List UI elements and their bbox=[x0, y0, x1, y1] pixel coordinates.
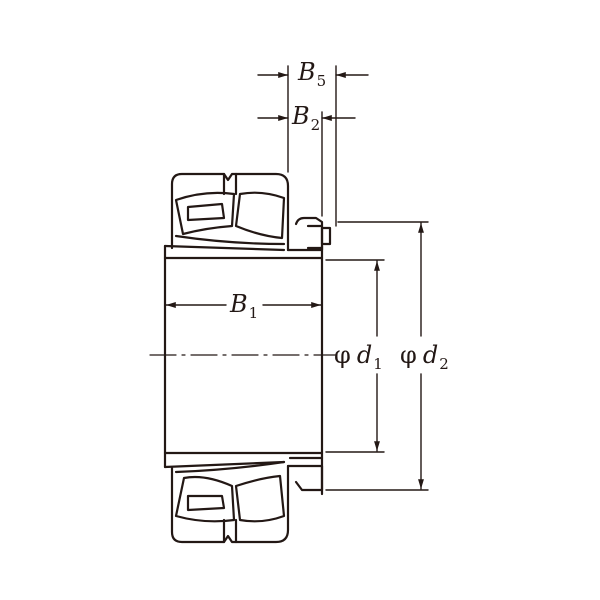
label-b1-symbol: B bbox=[230, 290, 248, 318]
label-b2-sub: 2 bbox=[310, 116, 321, 134]
label-b1: B1 bbox=[230, 292, 258, 321]
lower-bearing bbox=[170, 456, 324, 544]
label-d2-sub: 2 bbox=[439, 355, 449, 373]
dimension-lines bbox=[165, 65, 429, 491]
upper-bearing bbox=[170, 172, 332, 252]
phi-symbol: φ bbox=[334, 341, 351, 369]
label-b2: B2 bbox=[292, 104, 320, 133]
label-d1-sub: 1 bbox=[373, 355, 383, 373]
label-b1-sub: 1 bbox=[248, 304, 259, 322]
label-b5-sub: 5 bbox=[316, 72, 327, 90]
label-b5-symbol: B bbox=[298, 58, 316, 86]
label-d1-symbol: d bbox=[356, 341, 373, 369]
phi-symbol: φ bbox=[400, 341, 417, 369]
label-d2-symbol: d bbox=[422, 341, 439, 369]
label-b5: B5 bbox=[298, 60, 326, 89]
label-b2-symbol: B bbox=[292, 102, 310, 130]
adapter-sleeve bbox=[163, 244, 324, 496]
